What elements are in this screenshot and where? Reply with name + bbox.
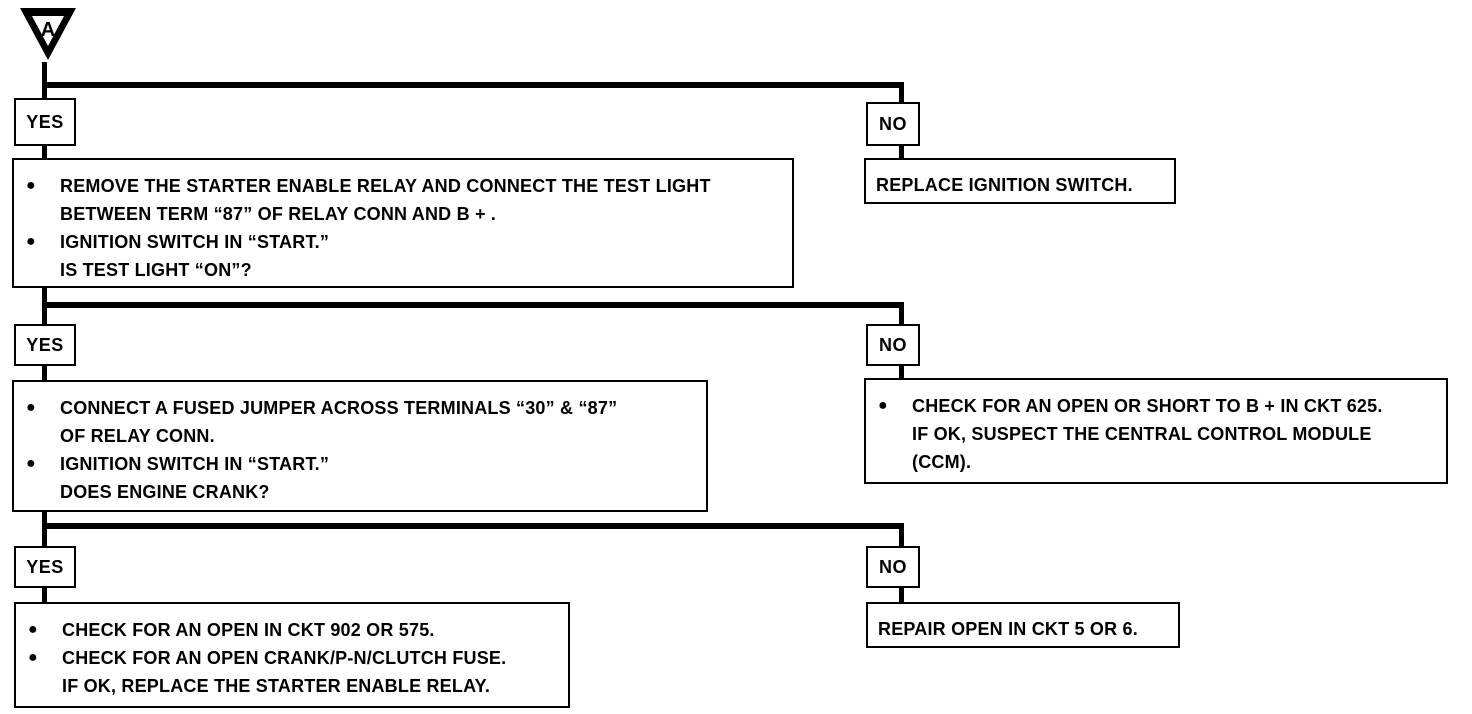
- step3-no-box: REPAIR OPEN IN CKT 5 OR 6.: [866, 602, 1180, 648]
- triangle-icon: A: [20, 8, 76, 60]
- bullet-icon: ●: [26, 177, 36, 194]
- connector: [899, 366, 904, 380]
- step-text: CHECK FOR AN OPEN OR SHORT TO B + IN CKT…: [912, 392, 1436, 476]
- bullet-icon: ●: [26, 399, 36, 416]
- step2-no-box: ● CHECK FOR AN OPEN OR SHORT TO B + IN C…: [864, 378, 1448, 484]
- connector: [42, 588, 47, 604]
- step3-yes-box: ● CHECK FOR AN OPEN IN CKT 902 OR 575. ●…: [14, 602, 570, 708]
- text-line: (CCM).: [912, 452, 972, 472]
- step-text: IGNITION SWITCH IN “START.”: [60, 454, 330, 474]
- connector: [899, 82, 904, 102]
- step-text: REMOVE THE STARTER ENABLE RELAY AND CONN…: [60, 172, 782, 228]
- connector: [899, 588, 904, 604]
- step2-yes-box: ● CONNECT A FUSED JUMPER ACROSS TERMINAL…: [12, 380, 708, 512]
- yes-text: YES: [26, 111, 64, 132]
- text-line: OF RELAY CONN.: [60, 426, 215, 446]
- step-text: CHECK FOR AN OPEN IN CKT 902 OR 575.: [62, 620, 435, 640]
- bullet-icon: ●: [28, 621, 38, 638]
- no-label: NO: [866, 546, 920, 588]
- connector: [42, 302, 904, 308]
- yes-text: YES: [26, 556, 64, 577]
- list-item: ● CHECK FOR AN OPEN CRANK/P-N/CLUTCH FUS…: [28, 644, 558, 672]
- text-line: BETWEEN TERM “87” OF RELAY CONN AND B + …: [60, 204, 497, 224]
- no-text: NO: [879, 556, 907, 577]
- no-text: NO: [879, 113, 907, 134]
- step1-yes-box: ● REMOVE THE STARTER ENABLE RELAY AND CO…: [12, 158, 794, 288]
- question-text: IF OK, REPLACE THE STARTER ENABLE RELAY.: [62, 676, 491, 696]
- list-item: ● REMOVE THE STARTER ENABLE RELAY AND CO…: [26, 172, 782, 228]
- step-text: CONNECT A FUSED JUMPER ACROSS TERMINALS …: [60, 394, 696, 450]
- no-label: NO: [866, 324, 920, 366]
- bullet-icon: ●: [26, 455, 36, 472]
- connector: [899, 302, 904, 324]
- no-label: NO: [866, 102, 920, 146]
- bullet-icon: ●: [28, 649, 38, 666]
- connector: [42, 82, 904, 88]
- yes-label: YES: [14, 98, 76, 146]
- connector: [42, 62, 47, 98]
- connector: [899, 146, 904, 160]
- step-text: REPLACE IGNITION SWITCH.: [876, 175, 1133, 195]
- step1-no-box: REPLACE IGNITION SWITCH.: [864, 158, 1176, 204]
- text-line: REMOVE THE STARTER ENABLE RELAY AND CONN…: [60, 176, 711, 196]
- bullet-icon: ●: [26, 233, 36, 250]
- bullet-icon: ●: [878, 397, 888, 414]
- yes-label: YES: [14, 546, 76, 588]
- list-item: ● CONNECT A FUSED JUMPER ACROSS TERMINAL…: [26, 394, 696, 450]
- no-text: NO: [879, 334, 907, 355]
- connector: [42, 146, 47, 160]
- connector: [899, 523, 904, 549]
- connector: [42, 366, 47, 382]
- question-text: IS TEST LIGHT “ON”?: [60, 260, 252, 280]
- start-marker: A: [18, 6, 78, 69]
- list-item: ● IGNITION SWITCH IN “START.”: [26, 228, 782, 256]
- text-line: CONNECT A FUSED JUMPER ACROSS TERMINALS …: [60, 398, 618, 418]
- connector: [42, 512, 47, 548]
- text-line: CHECK FOR AN OPEN OR SHORT TO B + IN CKT…: [912, 396, 1383, 416]
- list-item: ● CHECK FOR AN OPEN OR SHORT TO B + IN C…: [878, 392, 1436, 476]
- start-label: A: [41, 19, 55, 41]
- step-text: IGNITION SWITCH IN “START.”: [60, 232, 330, 252]
- list-item: ● CHECK FOR AN OPEN IN CKT 902 OR 575.: [28, 616, 558, 644]
- list-item: ● IGNITION SWITCH IN “START.”: [26, 450, 696, 478]
- yes-text: YES: [26, 334, 64, 355]
- connector: [42, 523, 904, 529]
- step-text: REPAIR OPEN IN CKT 5 OR 6.: [878, 619, 1138, 639]
- yes-label: YES: [14, 324, 76, 366]
- question-text: DOES ENGINE CRANK?: [60, 482, 270, 502]
- text-line: IF OK, SUSPECT THE CENTRAL CONTROL MODUL…: [912, 424, 1372, 444]
- step-text: CHECK FOR AN OPEN CRANK/P-N/CLUTCH FUSE.: [62, 648, 507, 668]
